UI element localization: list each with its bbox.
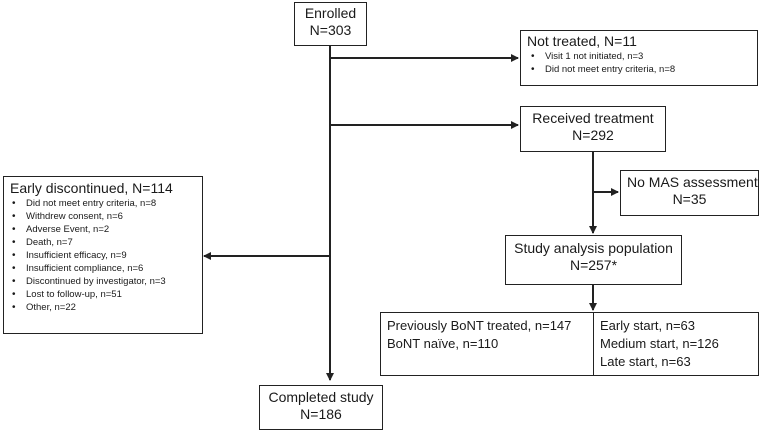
not-treated-box: Not treated, N=11 Visit 1 not initiated,… <box>520 30 758 86</box>
start-line-medium: Medium start, n=126 <box>600 336 719 351</box>
bont-line-naive: BoNT naïve, n=110 <box>387 336 499 351</box>
bont-subgroup-box: Previously BoNT treated, n=147 BoNT naïv… <box>380 312 594 376</box>
no-mas-box: No MAS assessment N=35 <box>620 170 759 216</box>
list-item: Lost to follow-up, n=51 <box>12 288 196 301</box>
early-discontinued-box: Early discontinued, N=114 Did not meet e… <box>3 176 203 334</box>
list-item: Withdrew consent, n=6 <box>12 210 196 223</box>
analysis-count: N=257* <box>569 257 618 273</box>
list-item: Did not meet entry criteria, n=8 <box>12 197 196 210</box>
received-treatment-box: Received treatment N=292 <box>520 106 666 152</box>
received-title: Received treatment <box>532 110 654 126</box>
start-line-late: Late start, n=63 <box>600 354 691 369</box>
list-item: Visit 1 not initiated, n=3 <box>531 50 751 63</box>
completed-count: N=186 <box>300 406 342 422</box>
completed-study-box: Completed study N=186 <box>259 385 383 430</box>
list-item: Death, n=7 <box>12 236 196 249</box>
start-line-early: Early start, n=63 <box>600 318 696 333</box>
analysis-population-box: Study analysis population N=257* <box>505 235 682 285</box>
no-mas-count: N=35 <box>672 191 707 207</box>
no-mas-title: No MAS assessment <box>627 174 758 190</box>
start-subgroup-box: Early start, n=63 Medium start, n=126 La… <box>593 312 759 376</box>
list-item: Insufficient efficacy, n=9 <box>12 249 196 262</box>
completed-title: Completed study <box>268 389 374 405</box>
list-item: Other, n=22 <box>12 301 196 314</box>
received-count: N=292 <box>572 127 614 143</box>
analysis-title: Study analysis population <box>514 240 673 256</box>
enrolled-box: Enrolled N=303 <box>294 2 367 46</box>
not-treated-title: Not treated, N=11 <box>527 33 637 49</box>
list-item: Insufficient compliance, n=6 <box>12 262 196 275</box>
not-treated-list: Visit 1 not initiated, n=3 Did not meet … <box>527 50 751 76</box>
list-item: Did not meet entry criteria, n=8 <box>531 63 751 76</box>
early-discontinued-list: Did not meet entry criteria, n=8 Withdre… <box>10 197 196 314</box>
list-item: Discontinued by investigator, n=3 <box>12 275 196 288</box>
bont-line-previously-treated: Previously BoNT treated, n=147 <box>387 318 572 333</box>
early-discontinued-title: Early discontinued, N=114 <box>10 180 173 196</box>
enrolled-count: N=303 <box>309 22 352 38</box>
enrolled-title: Enrolled <box>304 5 357 21</box>
list-item: Adverse Event, n=2 <box>12 223 196 236</box>
